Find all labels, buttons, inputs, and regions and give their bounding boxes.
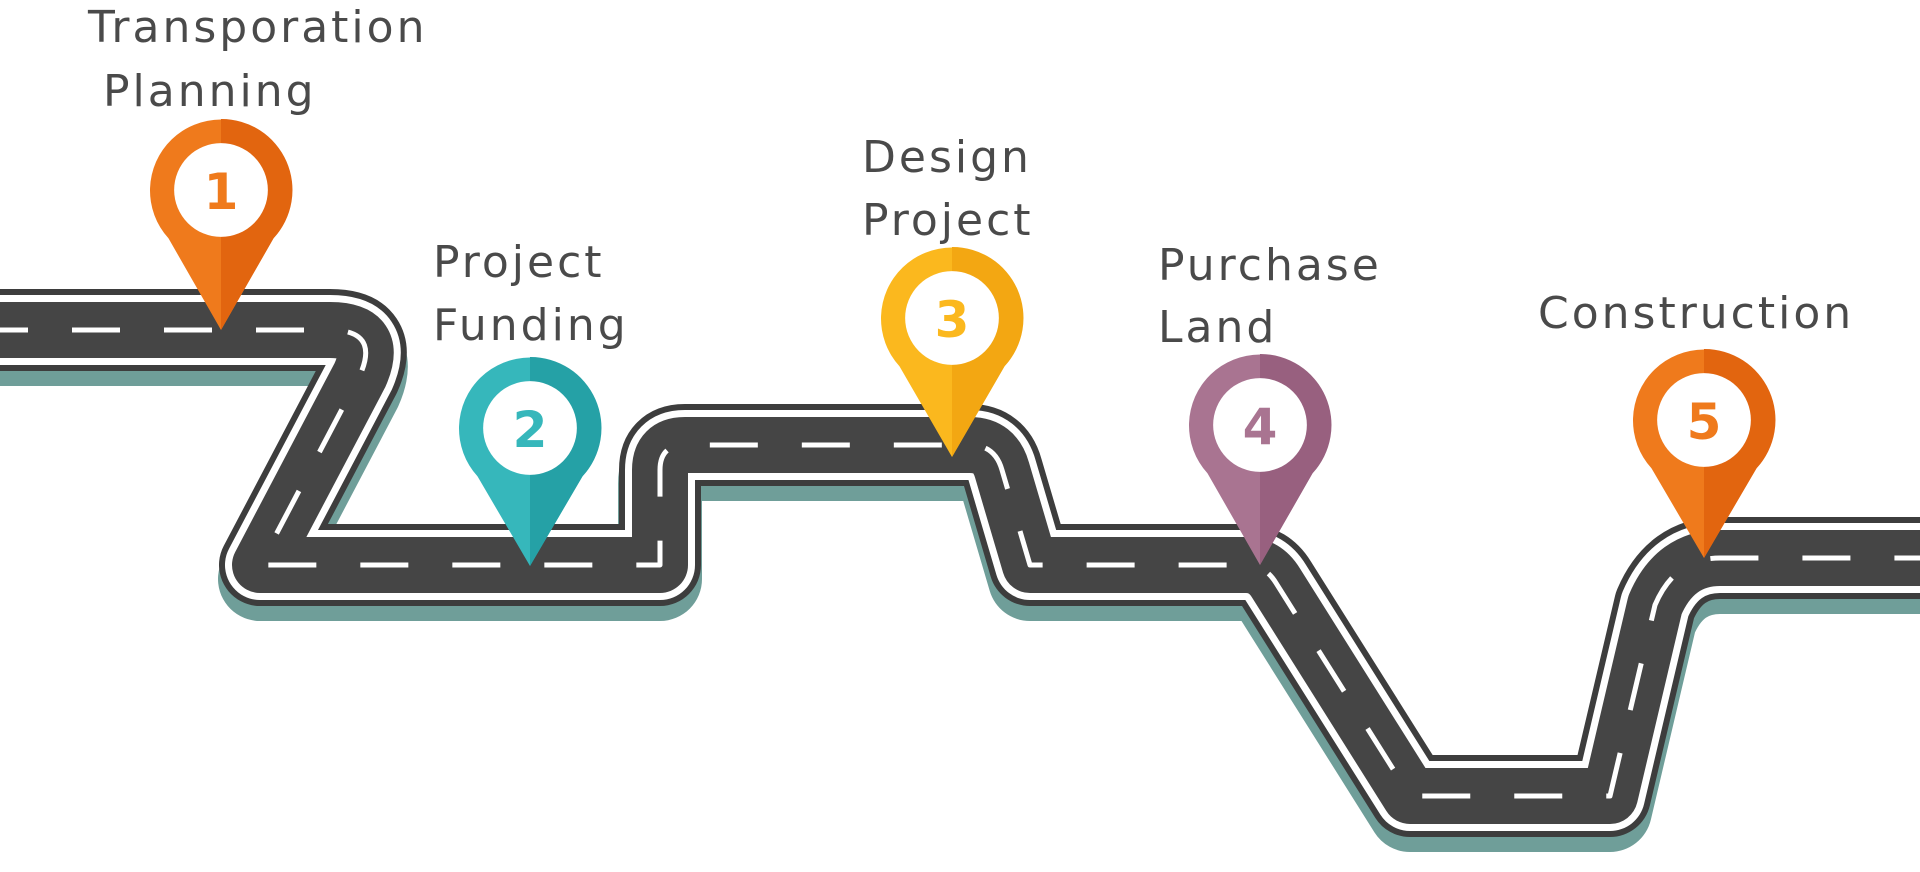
step-4-label-line-2: Land <box>1158 302 1277 353</box>
step-number: 4 <box>1243 398 1278 456</box>
step-5: Construction 5 <box>1538 288 1854 558</box>
step-1-label-line-2: Planning <box>103 66 317 117</box>
step-5-label-line-1: Construction <box>1538 288 1854 339</box>
step-2-label-line-1: Project <box>433 237 605 288</box>
map-pin-icon: 3 <box>881 246 1024 457</box>
step-number: 2 <box>513 401 548 459</box>
step-1-label: Transporation Planning <box>87 2 444 117</box>
step-3-label-line-2: Project <box>862 195 1034 246</box>
roadmap-steps: Transporation Planning 1 Project Funding… <box>87 2 1854 566</box>
step-3: Design Project 3 <box>862 132 1049 457</box>
pin-inner-circle <box>1213 378 1307 472</box>
winding-road <box>0 289 1920 852</box>
map-pin-icon: 1 <box>150 118 293 331</box>
step-number: 5 <box>1687 393 1722 451</box>
map-pin-icon: 2 <box>458 356 602 566</box>
step-2-label: Project Funding <box>433 237 629 351</box>
step-3-label: Design Project <box>862 132 1049 246</box>
step-number: 1 <box>204 163 239 221</box>
step-3-label-line-1: Design <box>862 132 1032 183</box>
pin-inner-circle <box>1657 373 1751 467</box>
step-1-label-line-1: Transporation <box>87 2 427 53</box>
map-pin-icon: 4 <box>1189 353 1332 565</box>
step-2-label-line-2: Funding <box>433 300 629 351</box>
step-4-label: Purchase Land <box>1158 240 1399 353</box>
step-5-label: Construction <box>1538 288 1854 339</box>
pin-inner-circle <box>483 381 577 475</box>
step-number: 3 <box>935 291 970 349</box>
step-2: Project Funding 2 <box>433 237 629 566</box>
step-4-label-line-1: Purchase <box>1158 240 1382 291</box>
step-4: Purchase Land 4 <box>1158 240 1399 565</box>
pin-inner-circle <box>905 271 999 365</box>
pin-inner-circle <box>174 143 268 237</box>
map-pin-icon: 5 <box>1633 348 1776 558</box>
road-lane-markings <box>0 327 1920 799</box>
step-1: Transporation Planning 1 <box>87 2 444 331</box>
